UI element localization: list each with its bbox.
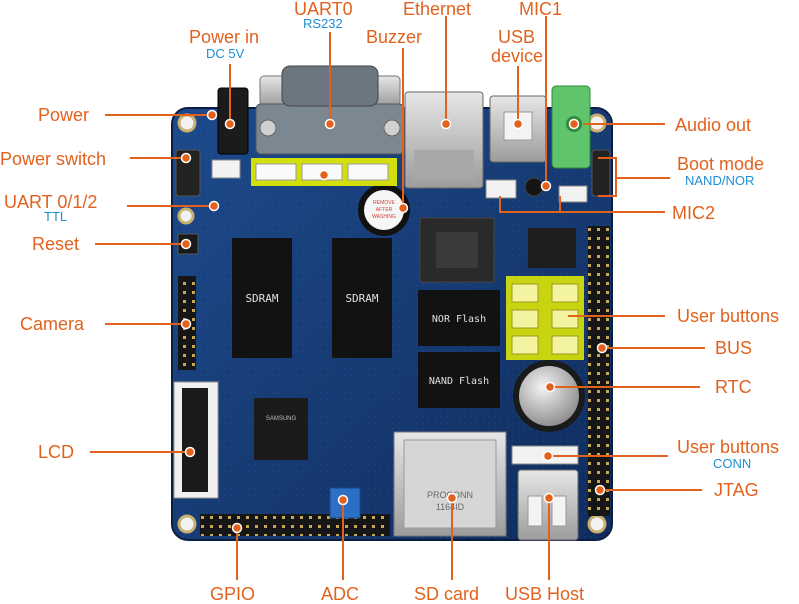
mount-hole [587, 514, 607, 534]
small-connector [211, 159, 241, 179]
rtc-battery [513, 360, 585, 432]
sublabel-uart0: RS232 [303, 16, 343, 31]
boot-switch-component [591, 149, 611, 197]
user-buttons-cluster [506, 276, 584, 360]
mic1-component [524, 177, 544, 197]
label-sd-card: SD card [414, 584, 480, 604]
ic-chip [528, 228, 576, 268]
samsung-chip: SAMSUNG [254, 398, 308, 460]
sublabel-power-in: DC 5V [206, 46, 245, 61]
label-user-buttons-conn: User buttons [677, 437, 780, 457]
label-lcd: LCD [38, 442, 75, 462]
mount-hole [177, 514, 197, 534]
nor-flash-chip: NOR Flash [418, 290, 500, 346]
label-audio-out: Audio out [675, 115, 752, 135]
sublabel-boot-mode: NAND/NOR [685, 174, 754, 187]
label-power-in: Power in [189, 27, 260, 47]
label-boot-mode: Boot mode [677, 154, 765, 174]
sublabel-user-buttons-conn: CONN [713, 456, 752, 471]
label-uart012: UART 0/1/2 [4, 192, 98, 212]
sdram-chip-1: SDRAM [232, 238, 292, 358]
boot-mode-nand: NAND [685, 173, 722, 188]
label-reset: Reset [32, 234, 80, 254]
boot-mode-separator: / [721, 173, 726, 188]
label-uart0: UART0 [294, 0, 353, 19]
buzzer-sticker-line-3: WASHING [372, 214, 396, 220]
label-adc: ADC [321, 584, 360, 604]
label-power: Power [38, 105, 90, 125]
small-connector [558, 185, 588, 203]
label-ethernet: Ethernet [403, 0, 472, 19]
nand-flash-text: NAND Flash [429, 376, 489, 387]
cpu-chip [419, 217, 495, 283]
nand-flash-chip: NAND Flash [418, 352, 500, 408]
ethernet-jack [404, 91, 484, 189]
mount-hole [177, 207, 195, 225]
sublabel-uart012: TTL [44, 209, 68, 224]
label-usb-host: USB Host [505, 584, 585, 604]
pointer-dots [180, 109, 608, 534]
label-jtag: JTAG [714, 480, 759, 500]
buzzer-sticker-line-2: AFTER [376, 207, 393, 213]
label-mic2: MIC2 [672, 203, 716, 223]
sd-slot-code-text: 1164ID [436, 502, 465, 512]
label-usb-device-line1: USB [498, 27, 536, 47]
buzzer-component: REMOVE AFTER WASHING [358, 184, 410, 236]
gpio-header [200, 514, 390, 536]
lcd-connector [173, 381, 219, 499]
sdram-1-text: SDRAM [245, 292, 278, 305]
label-camera: Camera [20, 314, 85, 334]
label-power-switch: Power switch [0, 149, 107, 169]
label-buzzer: Buzzer [366, 27, 423, 47]
label-bus: BUS [715, 338, 753, 358]
label-usb-device-line2: device [491, 46, 544, 66]
nor-flash-text: NOR Flash [432, 314, 486, 325]
buzzer-sticker-line-1: REMOVE [373, 200, 395, 206]
jtag-header [588, 476, 610, 516]
samsung-chip-text: SAMSUNG [266, 416, 297, 422]
label-mic1: MIC1 [519, 0, 563, 19]
label-user-buttons: User buttons [677, 306, 780, 326]
label-gpio: GPIO [210, 584, 256, 604]
pointer-lines [90, 16, 705, 580]
power-switch-component [175, 149, 201, 197]
sdram-chip-2: SDRAM [332, 238, 392, 358]
sdram-2-text: SDRAM [345, 292, 378, 305]
boot-mode-nor: NOR [725, 173, 755, 188]
mount-hole [177, 113, 197, 133]
label-rtc: RTC [715, 377, 752, 397]
mic2-connector [485, 179, 517, 199]
sd-card-slot: PROCONN 1164ID [393, 431, 507, 537]
